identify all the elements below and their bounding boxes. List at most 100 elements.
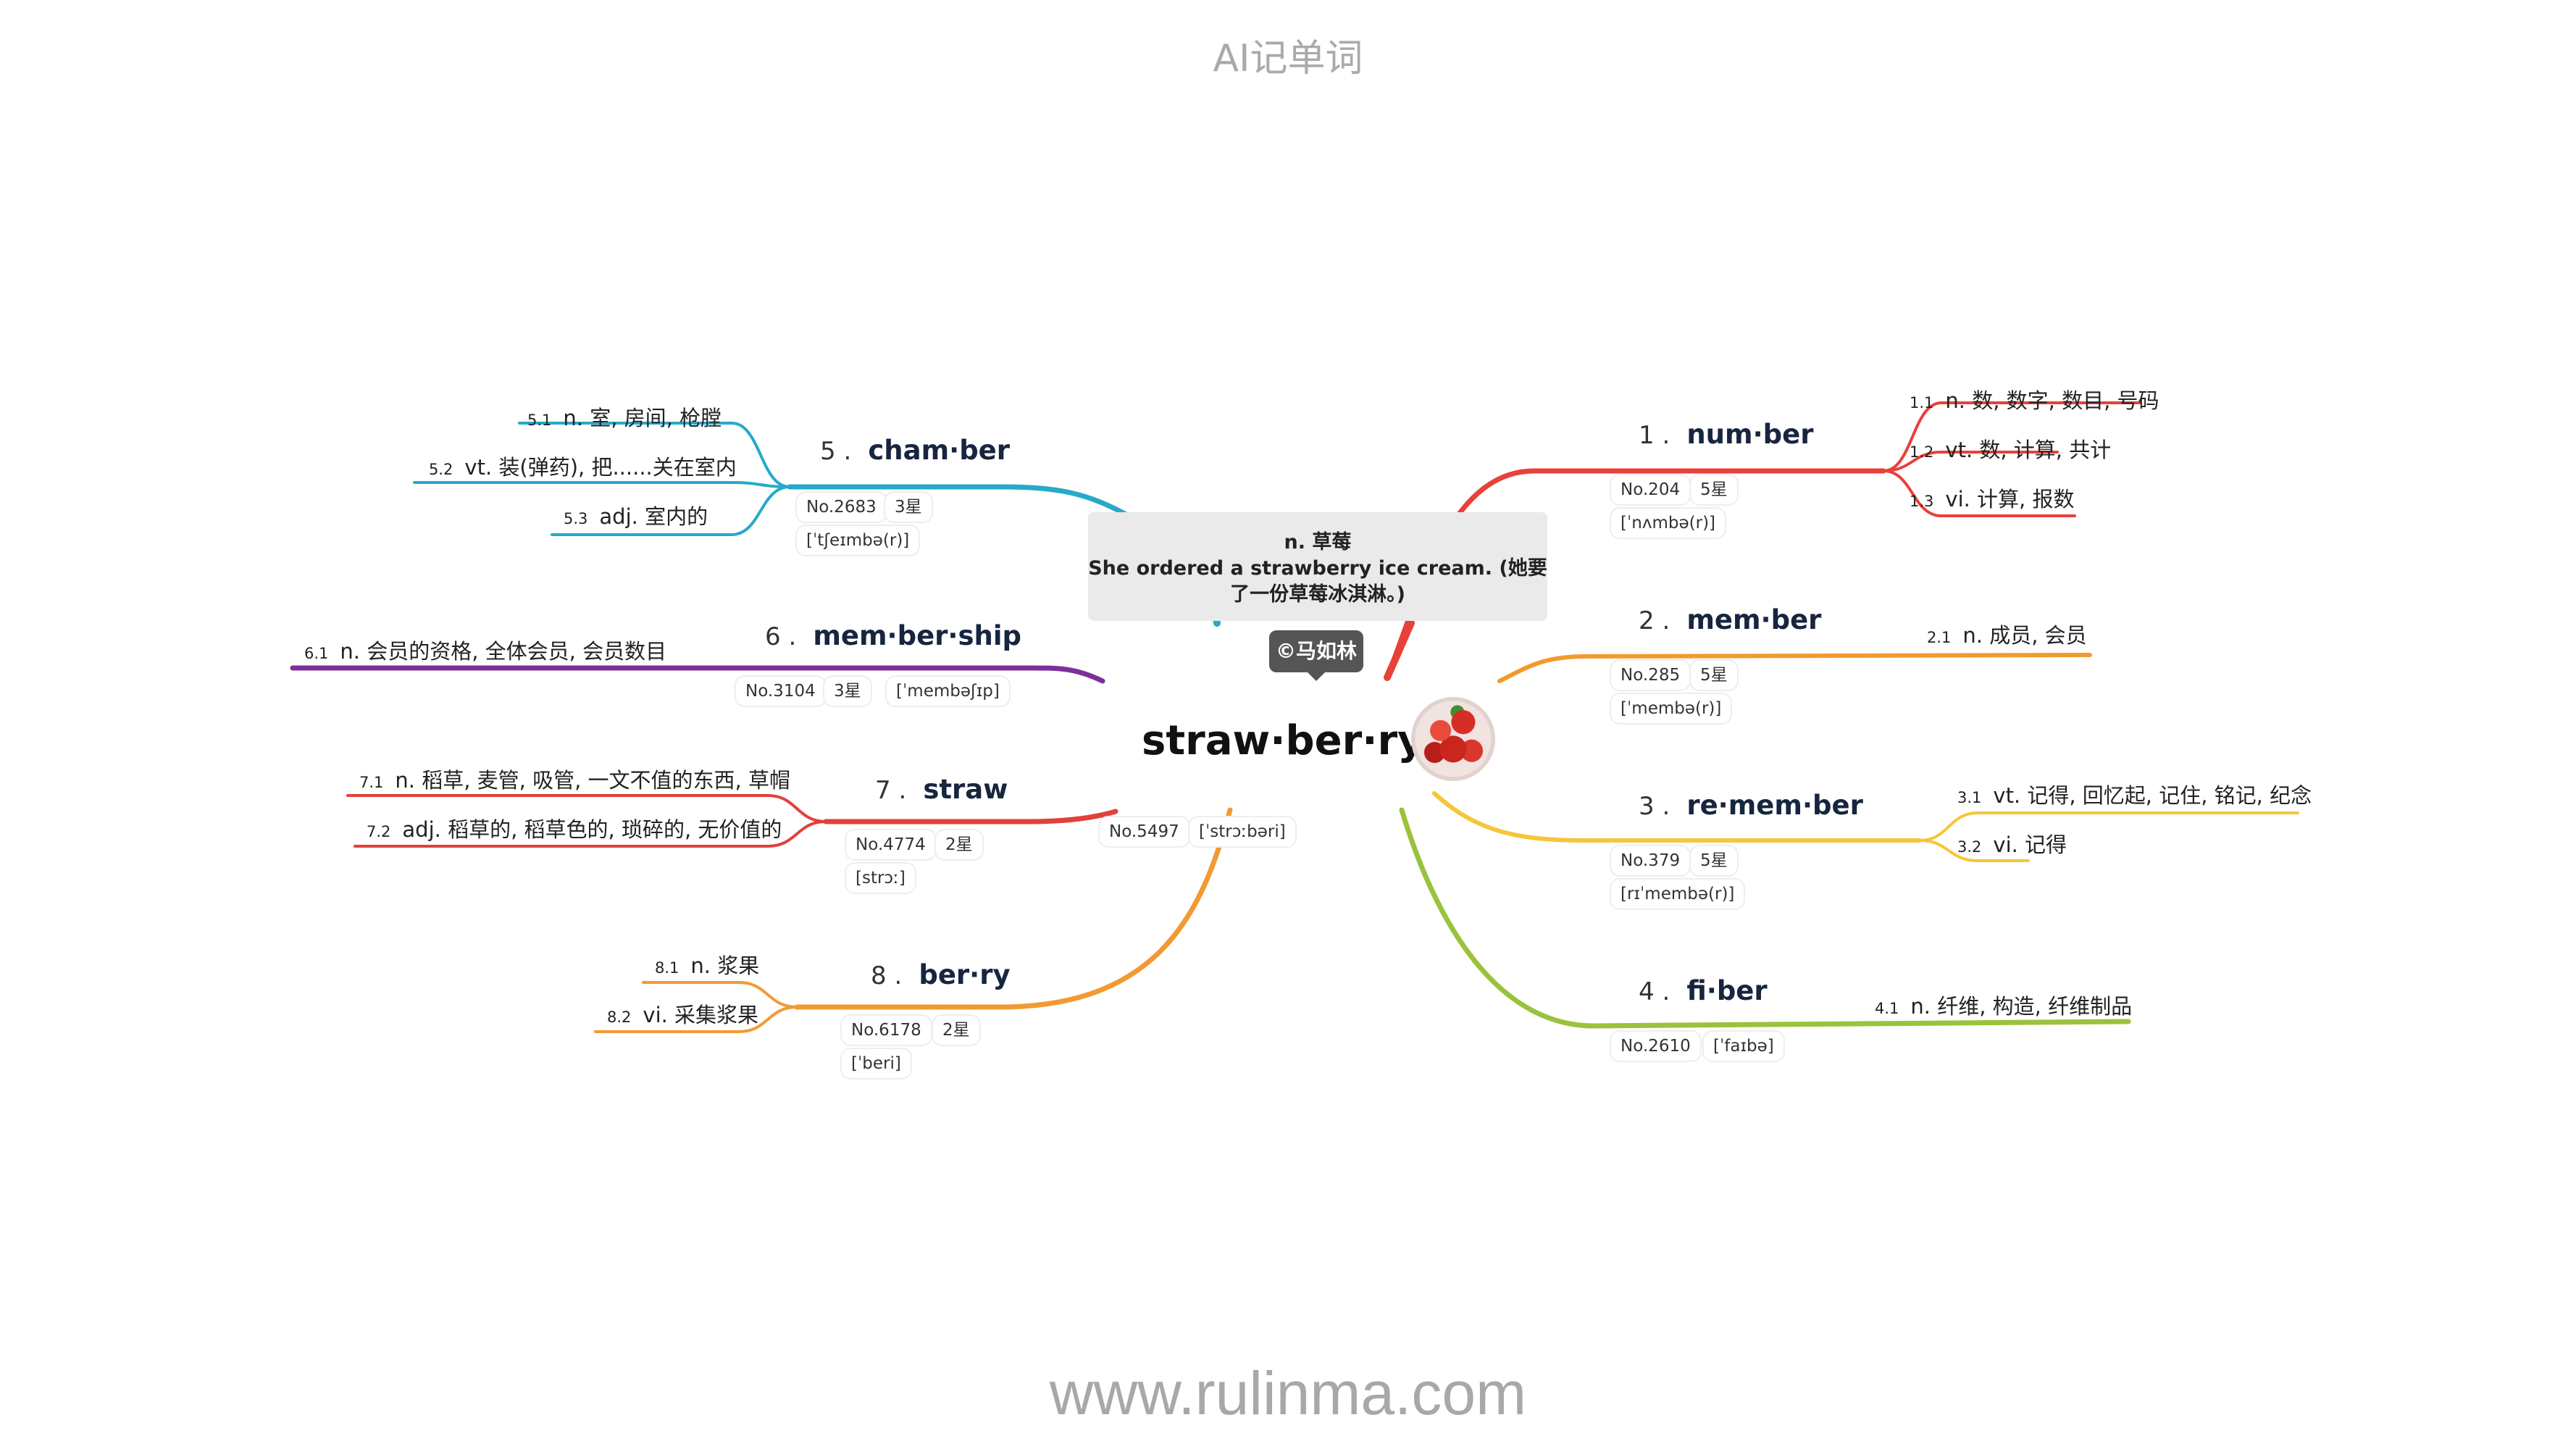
branch-word: mem·ber·ship (813, 620, 1022, 651)
definition-index: 3.1 (1957, 789, 1982, 806)
connector-branch-1 (1384, 619, 1415, 681)
definition-index: 8.2 (607, 1009, 632, 1026)
definition-text: n. 数, 数字, 数目, 号码 (1945, 388, 2159, 413)
central-number-tag: No.5497 (1098, 816, 1190, 848)
star-tag: 5星 (1689, 474, 1739, 506)
branch-node-1[interactable]: 1 . num·ber (1639, 419, 1813, 450)
connector-branch-8 (794, 807, 1233, 1010)
connector-branch-5 (551, 485, 791, 536)
connector-branch-4 (1399, 807, 2131, 1029)
connector-branch-8 (594, 1006, 798, 1033)
definition-index: 3.2 (1957, 838, 1982, 856)
definition-text: adj. 室内的 (599, 504, 708, 529)
copyright-badge: ©马如林 (1269, 630, 1363, 672)
star-tag: 5星 (1689, 845, 1739, 877)
definition-index: 5.1 (527, 412, 552, 429)
definition-item: 5.2 vt. 装(弹药), 把......关在室内 (429, 451, 737, 481)
definition-tooltip: n. 草莓 She ordered a strawberry ice cream… (1088, 512, 1547, 621)
definition-text: vt. 装(弹药), 把......关在室内 (464, 455, 737, 480)
branch-word: cham·ber (868, 435, 1011, 466)
phonetic-tag: [ˈmembəʃɪp] (885, 675, 1011, 707)
definition-text: n. 成员, 会员 (1962, 623, 2087, 648)
branch-node-4[interactable]: 4 . fi·ber (1639, 975, 1768, 1006)
branch-node-2[interactable]: 2 . mem·ber (1639, 604, 1821, 635)
branch-node-3[interactable]: 3 . re·mem·ber (1639, 790, 1863, 821)
branch-node-8[interactable]: 8 . ber·ry (871, 959, 1011, 990)
definition-index: 8.1 (655, 959, 679, 977)
phonetic-tag: [rɪˈmembə(r)] (1610, 878, 1746, 910)
central-word[interactable]: straw·ber·ry (1142, 717, 1424, 764)
connector-branch-5 (518, 422, 791, 488)
definition-text: vi. 计算, 报数 (1945, 487, 2075, 511)
definition-index: 2.1 (1927, 629, 1952, 646)
connector-branch-3 (1432, 791, 1922, 843)
definition-index: 5.2 (429, 461, 453, 478)
definition-text: vi. 记得 (1993, 832, 2067, 857)
branch-node-5[interactable]: 5 . cham·ber (820, 435, 1010, 466)
number-tag: No.2683 (795, 491, 887, 523)
star-tag: 2星 (934, 829, 984, 861)
definition-item: 2.1 n. 成员, 会员 (1927, 619, 2087, 649)
branch-word: num·ber (1686, 419, 1814, 450)
branch-index: 7 . (875, 776, 907, 805)
phonetic-tag: [ˈmembə(r)] (1610, 693, 1733, 724)
definition-item: 6.1 n. 会员的资格, 全体会员, 会员数目 (304, 635, 666, 665)
branch-index: 2 . (1639, 606, 1670, 635)
tooltip-example-line-2: 了一份草莓冰淇淋。) (1230, 583, 1405, 606)
definition-index: 7.1 (359, 774, 384, 791)
definition-text: n. 浆果 (690, 953, 760, 978)
tooltip-part-of-speech: n. 草莓 (1284, 531, 1352, 554)
number-tag: No.3104 (735, 675, 827, 707)
branch-index: 1 . (1639, 421, 1670, 450)
phonetic-tag: [ˈberi] (840, 1048, 912, 1080)
branch-index: 8 . (871, 961, 903, 990)
footer-url: www.rulinma.com (1049, 1359, 1527, 1427)
number-tag: No.2610 (1610, 1030, 1702, 1062)
tooltip-example-line-1: She ordered a strawberry ice cream. (她要 (1088, 557, 1547, 580)
badge-pointer (1308, 672, 1325, 681)
number-tag: No.204 (1610, 474, 1691, 506)
definition-text: vt. 数, 计算, 共计 (1945, 438, 2112, 462)
definition-text: n. 室, 房间, 枪膛 (563, 406, 722, 430)
number-tag: No.285 (1610, 659, 1691, 691)
connector-branch-7 (346, 794, 827, 823)
branch-node-6[interactable]: 6 . mem·ber·ship (765, 620, 1021, 651)
phonetic-tag: [ˈtʃeɪmbə(r)] (795, 525, 921, 556)
definition-text: n. 会员的资格, 全体会员, 会员数目 (340, 639, 667, 664)
definition-index: 5.3 (564, 510, 588, 527)
number-tag: No.4774 (845, 829, 937, 861)
connector-branch-7 (354, 820, 827, 848)
branch-node-7[interactable]: 7 . straw (875, 774, 1008, 805)
app-title: AI记单词 (1213, 37, 1363, 80)
definition-item: 3.2 vi. 记得 (1957, 828, 2067, 859)
connector-branch-2 (1497, 653, 2092, 683)
definition-index: 4.1 (1875, 1000, 1899, 1017)
definition-index: 7.2 (367, 823, 391, 840)
star-tag: 3星 (884, 491, 933, 523)
definition-item: 5.1 n. 室, 房间, 枪膛 (527, 401, 722, 432)
branch-index: 5 . (820, 437, 852, 466)
definition-text: vi. 采集浆果 (643, 1003, 759, 1027)
connector-branch-6 (290, 665, 1105, 684)
definition-index: 6.1 (304, 645, 329, 662)
definition-text: vt. 记得, 回忆起, 记住, 铭记, 纪念 (1993, 783, 2312, 808)
star-tag: 5星 (1689, 659, 1739, 691)
branch-index: 4 . (1639, 977, 1670, 1006)
phonetic-tag: [ˈfaɪbə] (1702, 1030, 1785, 1062)
branch-word: re·mem·ber (1686, 790, 1863, 821)
definition-item: 8.1 n. 浆果 (655, 949, 759, 980)
number-tag: No.6178 (840, 1014, 932, 1046)
connector-branch-1 (1882, 401, 2142, 472)
definition-item: 3.1 vt. 记得, 回忆起, 记住, 铭记, 纪念 (1957, 779, 2312, 809)
connector-branch-7 (823, 809, 1118, 824)
connector-branch-3 (1918, 839, 2030, 862)
branch-word: straw (923, 774, 1008, 805)
phonetic-tag: [strɔː] (845, 862, 916, 894)
definition-index: 1.1 (1910, 394, 1934, 412)
star-tag: 3星 (823, 675, 872, 707)
